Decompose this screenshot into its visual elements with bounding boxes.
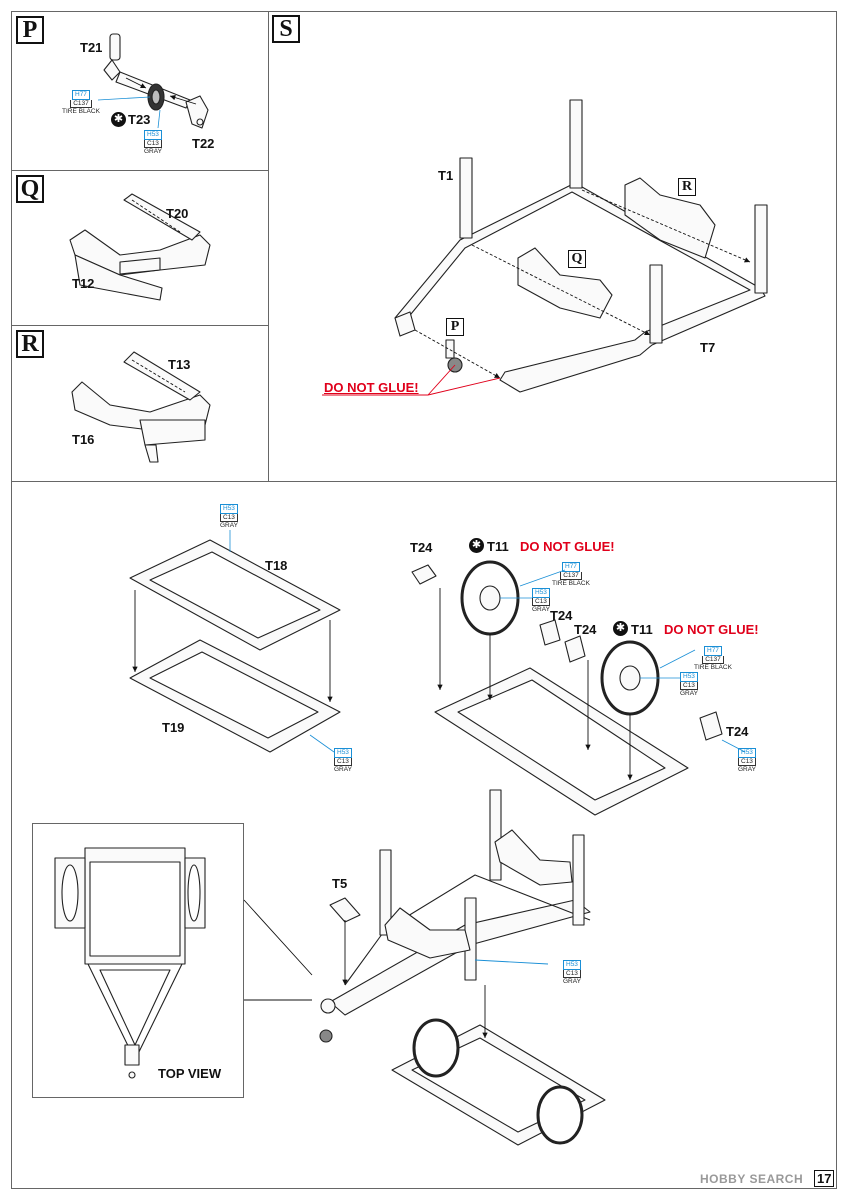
star-icon: ✱ xyxy=(613,621,628,636)
paint-callout-frame: H53 C13 GRAY xyxy=(563,960,581,985)
part-t13: T13 xyxy=(168,357,191,372)
do-not-glue-warning-s: DO NOT GLUE! xyxy=(324,380,419,395)
paint-callout-tire-a: H77 C137 TIRE BLACK xyxy=(552,562,590,587)
t5-part xyxy=(329,897,361,923)
paint-callout-p-wheel: H77 C137 TIRE BLACK xyxy=(62,90,100,115)
part-t7: T7 xyxy=(700,340,716,355)
part-t24-b: T24 xyxy=(550,608,573,623)
watermark: HOBBY SEARCH xyxy=(700,1172,804,1186)
star-icon: ✱ xyxy=(111,112,126,127)
paint-callout-bracket: H53 C13 GRAY xyxy=(738,748,756,773)
paint-callout-t18: H53 C13 GRAY xyxy=(220,504,238,529)
page-number: 17 xyxy=(814,1170,835,1187)
part-t12: T12 xyxy=(72,276,95,291)
part-t5: T5 xyxy=(332,876,348,891)
step-letter-p: P xyxy=(16,16,44,44)
step-letter-s: S xyxy=(272,15,300,43)
do-not-glue-warning-a: DO NOT GLUE! xyxy=(520,539,615,554)
part-t16: T16 xyxy=(72,432,95,447)
top-view-label: TOP VIEW xyxy=(158,1066,222,1081)
final-tongue xyxy=(329,899,591,1016)
part-t24-a: T24 xyxy=(410,540,433,555)
ref-step-r: R xyxy=(678,178,696,196)
part-t11-a: T11 xyxy=(487,539,509,554)
do-not-glue-warning-b: DO NOT GLUE! xyxy=(664,622,759,637)
ref-step-p: P xyxy=(446,318,464,336)
paint-callout-hub-a: H53 C13 GRAY xyxy=(532,588,550,613)
s-post-1 xyxy=(459,157,473,239)
frame-lower xyxy=(11,481,837,1189)
r-cradle xyxy=(71,381,211,431)
part-t21: T21 xyxy=(80,40,103,55)
part-t11-b: T11 xyxy=(631,622,653,637)
paint-callout-t19: H53 C13 GRAY xyxy=(334,748,352,773)
part-t23: T23 xyxy=(128,112,151,127)
part-t19: T19 xyxy=(162,720,185,735)
part-t24-d: T24 xyxy=(726,724,749,739)
t21-post xyxy=(109,33,121,61)
ref-step-q: Q xyxy=(568,250,586,268)
step-letter-q: Q xyxy=(16,175,44,203)
part-t22: T22 xyxy=(192,136,215,151)
step-letter-r: R xyxy=(16,330,44,358)
paint-callout-tire-b: H77 C137 TIRE BLACK xyxy=(694,646,732,671)
s-cradle-r xyxy=(624,177,716,259)
s-cradle-q xyxy=(517,247,613,319)
part-t20: T20 xyxy=(166,206,189,221)
frame-top-view xyxy=(32,823,244,1098)
part-t1: T1 xyxy=(438,168,454,183)
paint-callout-hub-b: H53 C13 GRAY xyxy=(680,672,698,697)
star-icon: ✱ xyxy=(469,538,484,553)
paint-callout-p-hub: H53 C13 GRAY xyxy=(144,130,162,155)
part-t18: T18 xyxy=(265,558,288,573)
part-t24-c: T24 xyxy=(574,622,597,637)
